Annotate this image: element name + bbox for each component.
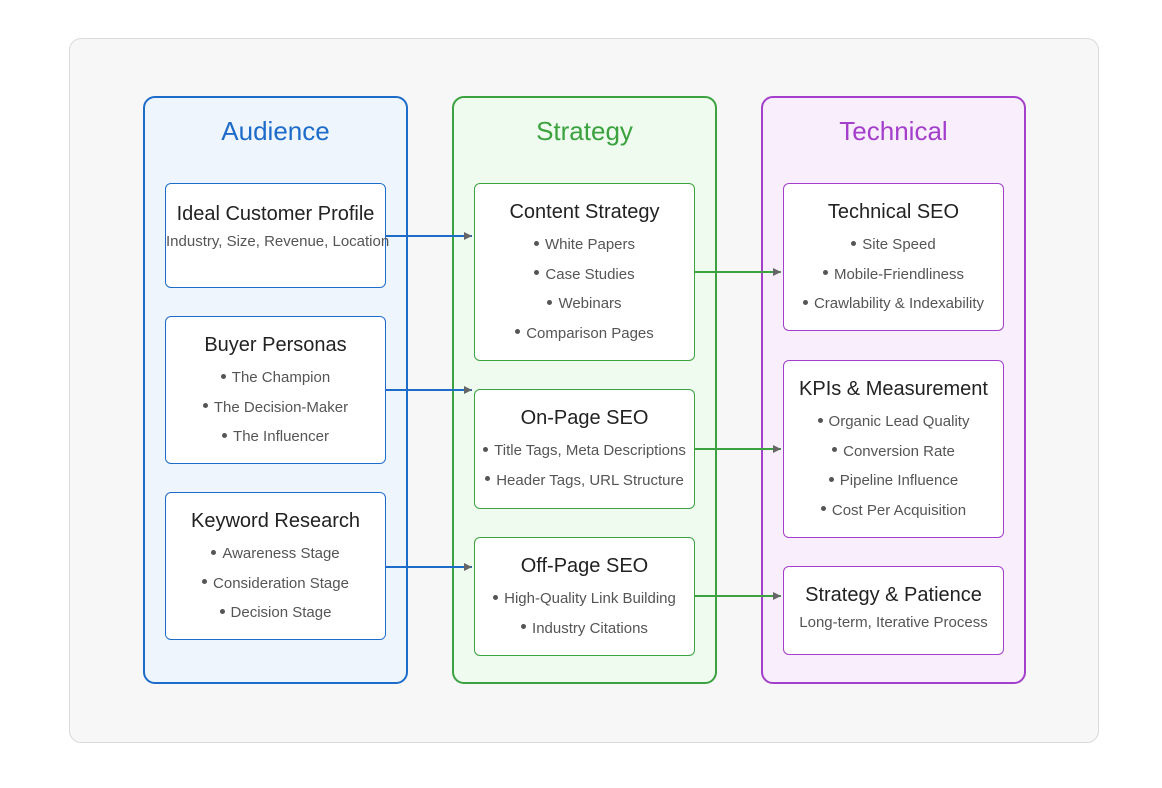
- card-list: Organic Lead Quality Conversion Rate Pip…: [784, 407, 1003, 525]
- card-list: High-Quality Link Building Industry Cita…: [475, 584, 694, 643]
- kpis-measurement-card: KPIs & Measurement Organic Lead Quality …: [783, 360, 1004, 538]
- bullet-icon: [851, 240, 857, 246]
- bullet-icon: [533, 240, 539, 246]
- list-item: Industry Citations: [475, 614, 694, 644]
- card-title: Keyword Research: [191, 510, 360, 532]
- technical-column-title: Technical: [839, 116, 948, 146]
- strategy-column-title: Strategy: [536, 116, 633, 146]
- bullet-icon: [828, 476, 834, 482]
- card-subtitle: Long-term, Iterative Process: [799, 614, 988, 631]
- list-item: The Champion: [166, 363, 385, 393]
- list-item: Cost Per Acquisition: [784, 496, 1003, 526]
- bullet-icon: [220, 373, 226, 379]
- card-list: Title Tags, Meta Descriptions Header Tag…: [475, 436, 694, 495]
- card-title: Ideal Customer Profile: [176, 203, 375, 225]
- card-list: Site Speed Mobile-Friendliness Crawlabil…: [784, 230, 1003, 319]
- bullet-icon: [817, 417, 823, 423]
- list-item: Consideration Stage: [166, 569, 385, 599]
- list-item: Site Speed: [784, 230, 1003, 260]
- bullet-icon: [222, 432, 228, 438]
- bullet-icon: [485, 476, 491, 482]
- on-page-seo-card: On-Page SEO Title Tags, Meta Description…: [474, 389, 695, 509]
- bullet-icon: [493, 594, 499, 600]
- audience-column-title: Audience: [221, 116, 330, 146]
- bullet-icon: [521, 624, 527, 630]
- list-item: Decision Stage: [166, 598, 385, 628]
- bullet-icon: [483, 446, 489, 452]
- off-page-seo-card: Off-Page SEO High-Quality Link Building …: [474, 537, 695, 656]
- bullet-icon: [802, 299, 808, 305]
- list-item: Conversion Rate: [784, 437, 1003, 467]
- keyword-research-card: Keyword Research Awareness Stage Conside…: [165, 492, 386, 640]
- list-item: Case Studies: [475, 260, 694, 290]
- strategy-patience-card: Strategy & Patience Long-term, Iterative…: [783, 566, 1004, 655]
- bullet-icon: [832, 447, 838, 453]
- technical-seo-card: Technical SEO Site Speed Mobile-Friendli…: [783, 183, 1004, 331]
- card-title: Technical SEO: [827, 201, 960, 223]
- card-list: The Champion The Decision-Maker The Infl…: [166, 363, 385, 452]
- bullet-icon: [547, 299, 553, 305]
- bullet-icon: [534, 270, 540, 276]
- card-list: Awareness Stage Consideration Stage Deci…: [166, 539, 385, 628]
- card-list: White Papers Case Studies Webinars Compa…: [475, 230, 694, 348]
- buyer-personas-card: Buyer Personas The Champion The Decision…: [165, 316, 386, 464]
- card-title: Strategy & Patience: [805, 584, 982, 606]
- list-item: Organic Lead Quality: [784, 407, 1003, 437]
- content-strategy-card: Content Strategy White Papers Case Studi…: [474, 183, 695, 361]
- bullet-icon: [202, 579, 208, 585]
- list-item: Webinars: [475, 289, 694, 319]
- list-item: Mobile-Friendliness: [784, 260, 1003, 290]
- list-item: Header Tags, URL Structure: [475, 466, 694, 496]
- list-item: Awareness Stage: [166, 539, 385, 569]
- ideal-customer-profile-card: Ideal Customer Profile Industry, Size, R…: [165, 183, 390, 288]
- bullet-icon: [202, 403, 208, 409]
- list-item: Comparison Pages: [475, 319, 694, 349]
- card-title: On-Page SEO: [520, 407, 649, 429]
- card-title: KPIs & Measurement: [799, 378, 988, 400]
- card-title: Buyer Personas: [204, 334, 347, 356]
- list-item: High-Quality Link Building: [475, 584, 694, 614]
- list-item: The Influencer: [166, 422, 385, 452]
- list-item: Pipeline Influence: [784, 466, 1003, 496]
- bullet-icon: [515, 329, 521, 335]
- card-title: Off-Page SEO: [520, 555, 649, 577]
- bullet-icon: [219, 608, 225, 614]
- bullet-icon: [820, 506, 826, 512]
- list-item: White Papers: [475, 230, 694, 260]
- card-subtitle: Industry, Size, Revenue, Location: [166, 233, 390, 250]
- bullet-icon: [822, 270, 828, 276]
- list-item: Crawlability & Indexability: [784, 289, 1003, 319]
- list-item: The Decision-Maker: [166, 393, 385, 423]
- bullet-icon: [211, 549, 217, 555]
- list-item: Title Tags, Meta Descriptions: [475, 436, 694, 466]
- card-title: Content Strategy: [509, 201, 660, 223]
